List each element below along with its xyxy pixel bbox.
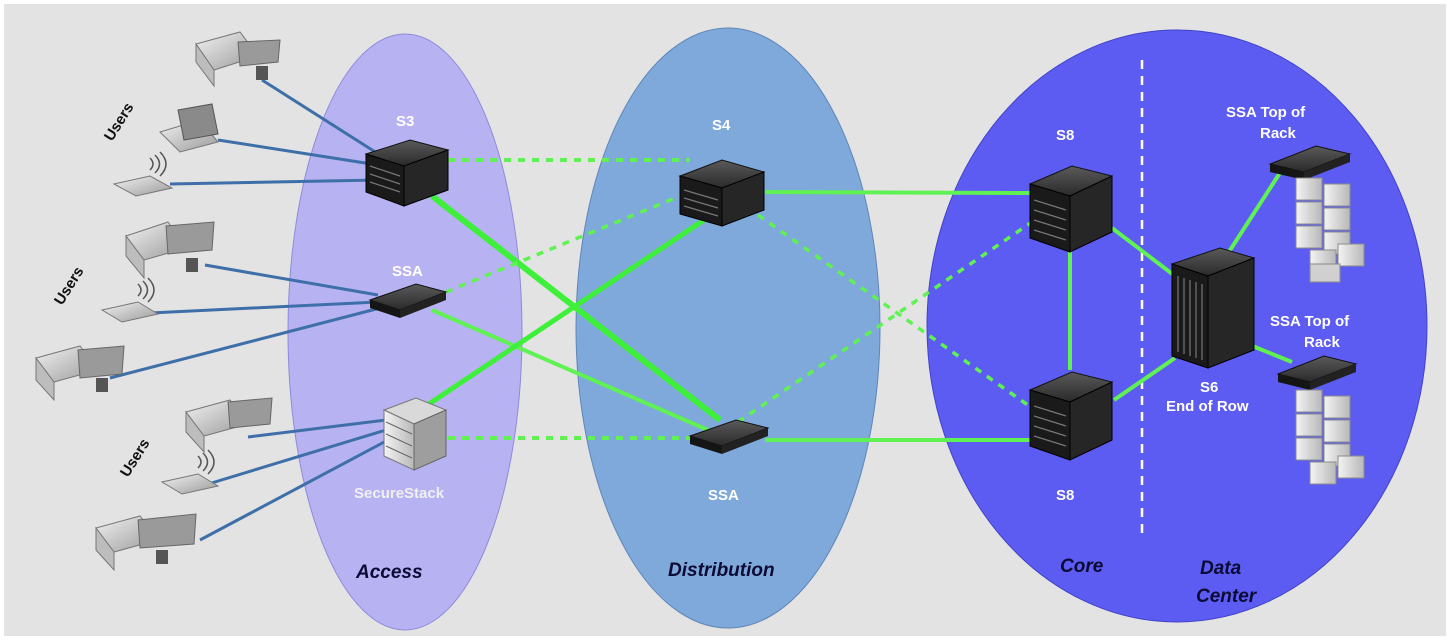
- s3-switch-icon: [364, 139, 450, 207]
- tor-ssa-switch-bottom-icon: [1276, 355, 1358, 390]
- distribution-zone-ellipse: [575, 27, 881, 629]
- core-zone-label: Core: [1060, 556, 1104, 577]
- user-wireless-laptop-1: [112, 151, 174, 197]
- tor-top-label-line1: SSA Top of: [1226, 104, 1306, 121]
- access-ssa-label: SSA: [392, 263, 423, 280]
- dist-ssa-switch-icon: [688, 419, 770, 454]
- user-desktop-pc-2: [125, 221, 215, 280]
- user-desktop-pc-3: [35, 345, 125, 402]
- user-wireless-laptop-3: [160, 449, 220, 495]
- access-ssa-switch-icon: [368, 283, 448, 318]
- data-center-zone-label-line2: Center: [1196, 586, 1258, 607]
- dist-ssa-label: SSA: [708, 487, 739, 504]
- green-links: [418, 158, 1293, 442]
- distribution-zone-label: Distribution: [668, 560, 775, 581]
- tor-top-label-line2: Rack: [1260, 125, 1297, 142]
- s6-end-of-row-chassis-icon: [1170, 247, 1256, 369]
- user-desktop-pc-4: [185, 397, 273, 454]
- tor-bottom-label-line2: Rack: [1304, 334, 1341, 351]
- server-rack-top-icon: [1295, 177, 1365, 283]
- securestack-label: SecureStack: [354, 485, 445, 502]
- securestack-icon: [382, 397, 448, 471]
- data-center-zone-label-line1: Data: [1200, 558, 1242, 579]
- s6-end-of-row-label: End of Row: [1166, 398, 1249, 415]
- s8-top-chassis-icon: [1028, 165, 1114, 253]
- access-s3-label: S3: [396, 113, 414, 130]
- user-wireless-laptop-2: [100, 277, 160, 323]
- tor-bottom-label-line1: SSA Top of: [1270, 313, 1350, 330]
- access-zone-label: Access: [355, 562, 423, 583]
- dist-s4-label: S4: [712, 117, 731, 134]
- s8-bottom-chassis-icon: [1028, 371, 1114, 461]
- s6-label: S6: [1200, 379, 1218, 396]
- user-links: [109, 78, 389, 542]
- user-laptop-1: [159, 103, 219, 153]
- tor-ssa-switch-top-icon: [1268, 145, 1352, 180]
- user-desktop-pc-5: [95, 513, 197, 572]
- core-s8-bottom-label: S8: [1056, 487, 1074, 504]
- server-rack-bottom-icon: [1295, 389, 1365, 485]
- s4-switch-icon: [678, 159, 766, 227]
- user-desktop-pc-1: [195, 31, 281, 88]
- core-s8-top-label: S8: [1056, 127, 1074, 144]
